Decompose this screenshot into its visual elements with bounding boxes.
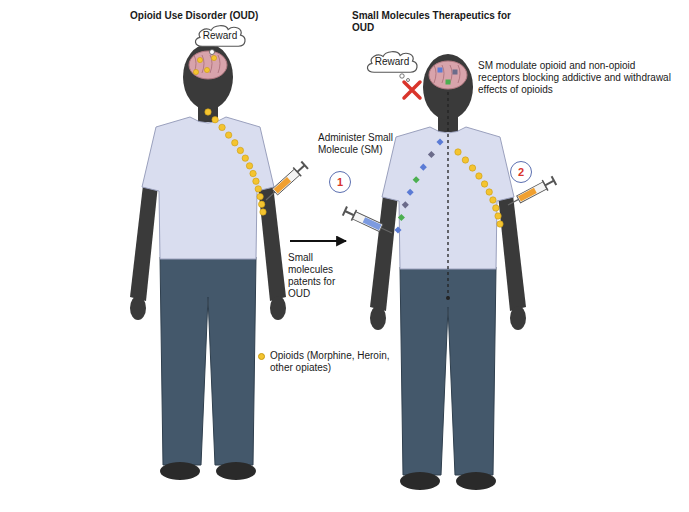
opioid-dot [481, 181, 487, 187]
opioid-dot [211, 55, 216, 60]
arm [258, 185, 286, 301]
opioid-dot [260, 209, 266, 215]
opioid-dot [255, 186, 261, 192]
sm-syringe [342, 206, 394, 239]
sm-dot [402, 201, 409, 208]
opioid-dot [486, 189, 492, 195]
pants [160, 257, 256, 465]
head [183, 44, 233, 110]
opioid-dot [219, 124, 225, 130]
cloud-text: Reward [203, 30, 237, 42]
panel-heading: Small Molecules Therapeutics for OUD [352, 10, 527, 34]
shoe [216, 462, 256, 480]
sm-dot [398, 214, 405, 221]
sm-dot [428, 151, 435, 158]
arrow-note: Small molecules patents for OUD [288, 252, 360, 300]
block-cross [404, 82, 420, 98]
opioid-dot [476, 173, 482, 179]
person-oud [130, 44, 286, 480]
opioid-dot [197, 57, 202, 62]
opioid-dot [462, 157, 468, 163]
sm-dot [413, 176, 420, 183]
panel-heading: Opioid Use Disorder (OUD) [130, 10, 310, 22]
arm [370, 195, 398, 311]
opioid-dot [257, 193, 263, 199]
shoe [456, 472, 496, 490]
brain [429, 61, 467, 89]
arm [130, 185, 158, 301]
cloud-text: Reward [375, 56, 409, 68]
arm [498, 195, 526, 311]
opioid-dot [493, 205, 499, 211]
opioid-dot [253, 178, 259, 184]
opioid-dot [212, 116, 218, 122]
brain-fold [202, 55, 204, 73]
opioid-dot [242, 155, 248, 161]
thought-bubble [407, 79, 410, 82]
step-note: Administer Small Molecule (SM) [318, 132, 426, 156]
sm-dot [420, 164, 427, 171]
spinal-line [447, 92, 448, 298]
step-number: 1 [329, 171, 351, 193]
thought-cloud: Reward [364, 48, 420, 76]
sm-dot [436, 138, 443, 145]
shoe [160, 462, 200, 480]
hand [130, 296, 146, 320]
person-treated [370, 54, 526, 490]
thought-bubble [400, 74, 404, 78]
brain-fold [218, 55, 220, 73]
mechanism-note: SM modulate opioid and non-opioid recept… [478, 60, 678, 96]
shoe [400, 472, 440, 490]
opioid-syringe [505, 175, 557, 210]
transition-arrow [290, 240, 346, 242]
hand [370, 306, 386, 330]
sm-dot [407, 189, 414, 196]
legend-text: Opioids (Morphine, Heroin, other opiates… [270, 350, 392, 374]
opioid-dot [469, 165, 475, 171]
callout-number: 2 [518, 166, 524, 179]
opioid-dot [246, 163, 252, 169]
step-number: 2 [510, 161, 532, 183]
sm-dot [438, 68, 443, 73]
thought-cloud: Reward [192, 22, 248, 50]
callout-number: 1 [337, 176, 343, 189]
pants [400, 267, 496, 475]
opioid-dot [205, 109, 211, 115]
brain-fold [458, 65, 460, 83]
sm-dot [394, 226, 401, 233]
hand [270, 296, 286, 320]
legend-swatch [258, 353, 265, 360]
sm-dot [453, 70, 458, 75]
opioid-dot [250, 170, 256, 176]
opioid-dot [225, 132, 231, 138]
opioid-dot [232, 140, 238, 146]
brain-fold [434, 65, 436, 83]
opioid-dot [193, 69, 198, 74]
opioid-dot [237, 147, 243, 153]
hand [510, 306, 526, 330]
opioid-dot [497, 221, 503, 227]
opioid-dot [258, 201, 264, 207]
opioid-dot [204, 67, 209, 72]
thought-bubble [210, 50, 215, 55]
shirt [142, 117, 274, 259]
opioid-dot [455, 149, 461, 155]
opioid-syringe [262, 161, 309, 205]
brain [189, 51, 227, 79]
opioid-dot [490, 197, 496, 203]
sm-dot [446, 80, 451, 85]
opioid-dot [495, 213, 501, 219]
line-end [446, 296, 450, 300]
